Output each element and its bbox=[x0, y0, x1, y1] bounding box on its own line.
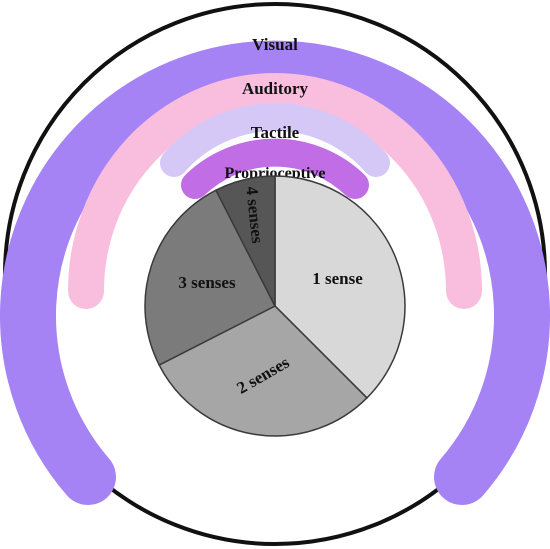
proprioceptive-band bbox=[181, 138, 369, 199]
visual-band bbox=[0, 40, 550, 505]
tactile-label: Tactile bbox=[251, 123, 300, 142]
auditory-band bbox=[68, 73, 482, 309]
tactile-band bbox=[160, 103, 390, 177]
pie-slice-2 bbox=[158, 305, 368, 437]
visual-label: Visual bbox=[252, 35, 298, 54]
pie-slice-3 bbox=[144, 189, 277, 367]
auditory-label: Auditory bbox=[242, 79, 309, 98]
pie-label-3: 3 senses bbox=[178, 273, 236, 292]
pie-slice-4 bbox=[214, 175, 276, 307]
pie-label-1: 1 sense bbox=[312, 269, 363, 288]
pie-slice-1 bbox=[274, 175, 406, 399]
